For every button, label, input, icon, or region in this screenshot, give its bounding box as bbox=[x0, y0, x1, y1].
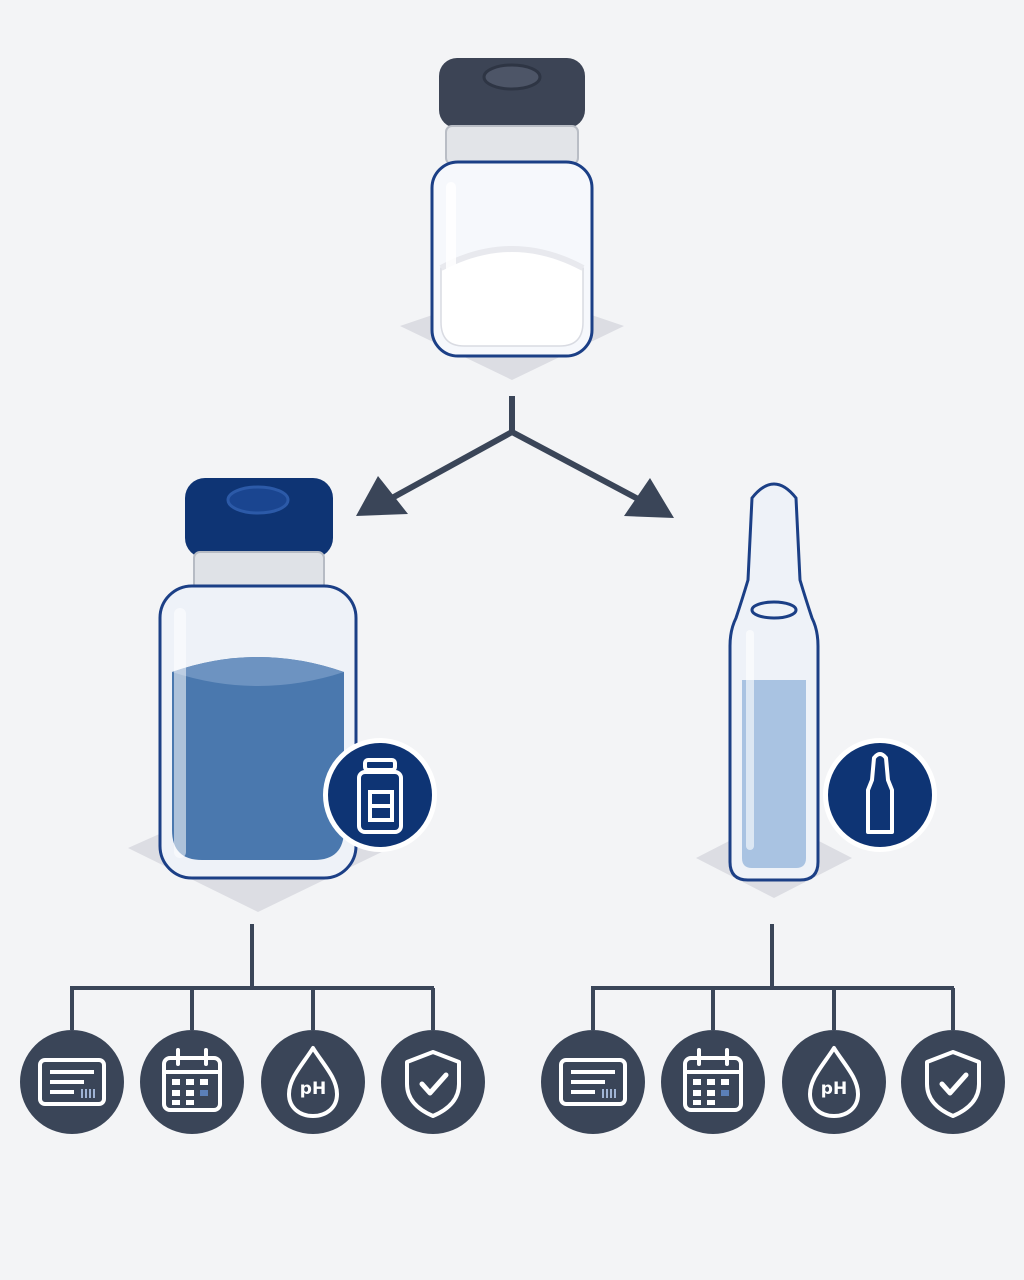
arrow-left-head bbox=[356, 476, 408, 516]
calendar-icon bbox=[140, 1030, 244, 1134]
calendar-icon bbox=[661, 1030, 765, 1134]
shield-check-icon bbox=[901, 1030, 1005, 1134]
powder-fill bbox=[440, 248, 584, 347]
arrow-right-head bbox=[624, 478, 674, 518]
ampoule-icon bbox=[696, 482, 937, 898]
ampoule-neck-ring bbox=[750, 600, 798, 620]
neck-band bbox=[193, 551, 325, 591]
label-barcode-icon bbox=[541, 1030, 645, 1134]
vial-cap bbox=[185, 478, 333, 558]
liquid-fill bbox=[172, 657, 344, 860]
liquid-vial-icon bbox=[128, 478, 437, 912]
cap-ring bbox=[482, 63, 542, 91]
split-arrows bbox=[356, 396, 674, 518]
ph-drop-icon: pH bbox=[261, 1030, 365, 1134]
vial-cap bbox=[439, 58, 585, 128]
powder-vial-icon bbox=[400, 58, 624, 380]
ampoule-badge-icon bbox=[823, 738, 937, 852]
label-barcode-icon bbox=[20, 1030, 124, 1134]
cap-ring bbox=[226, 485, 290, 515]
vial-badge-icon bbox=[323, 738, 437, 852]
ampoule-liquid bbox=[742, 680, 806, 868]
ph-label: pH bbox=[821, 1079, 847, 1099]
neck-band bbox=[445, 125, 579, 165]
right-attribute-row: pH bbox=[541, 1030, 1005, 1134]
right-tree-lines bbox=[591, 924, 955, 1030]
left-attribute-row: pH bbox=[20, 1030, 485, 1134]
arrow-left-line bbox=[390, 429, 514, 501]
ph-drop-icon: pH bbox=[782, 1030, 886, 1134]
ph-label: pH bbox=[300, 1079, 326, 1099]
shield-check-icon bbox=[381, 1030, 485, 1134]
left-tree-lines bbox=[70, 924, 435, 1030]
arrow-right-line bbox=[510, 429, 642, 503]
